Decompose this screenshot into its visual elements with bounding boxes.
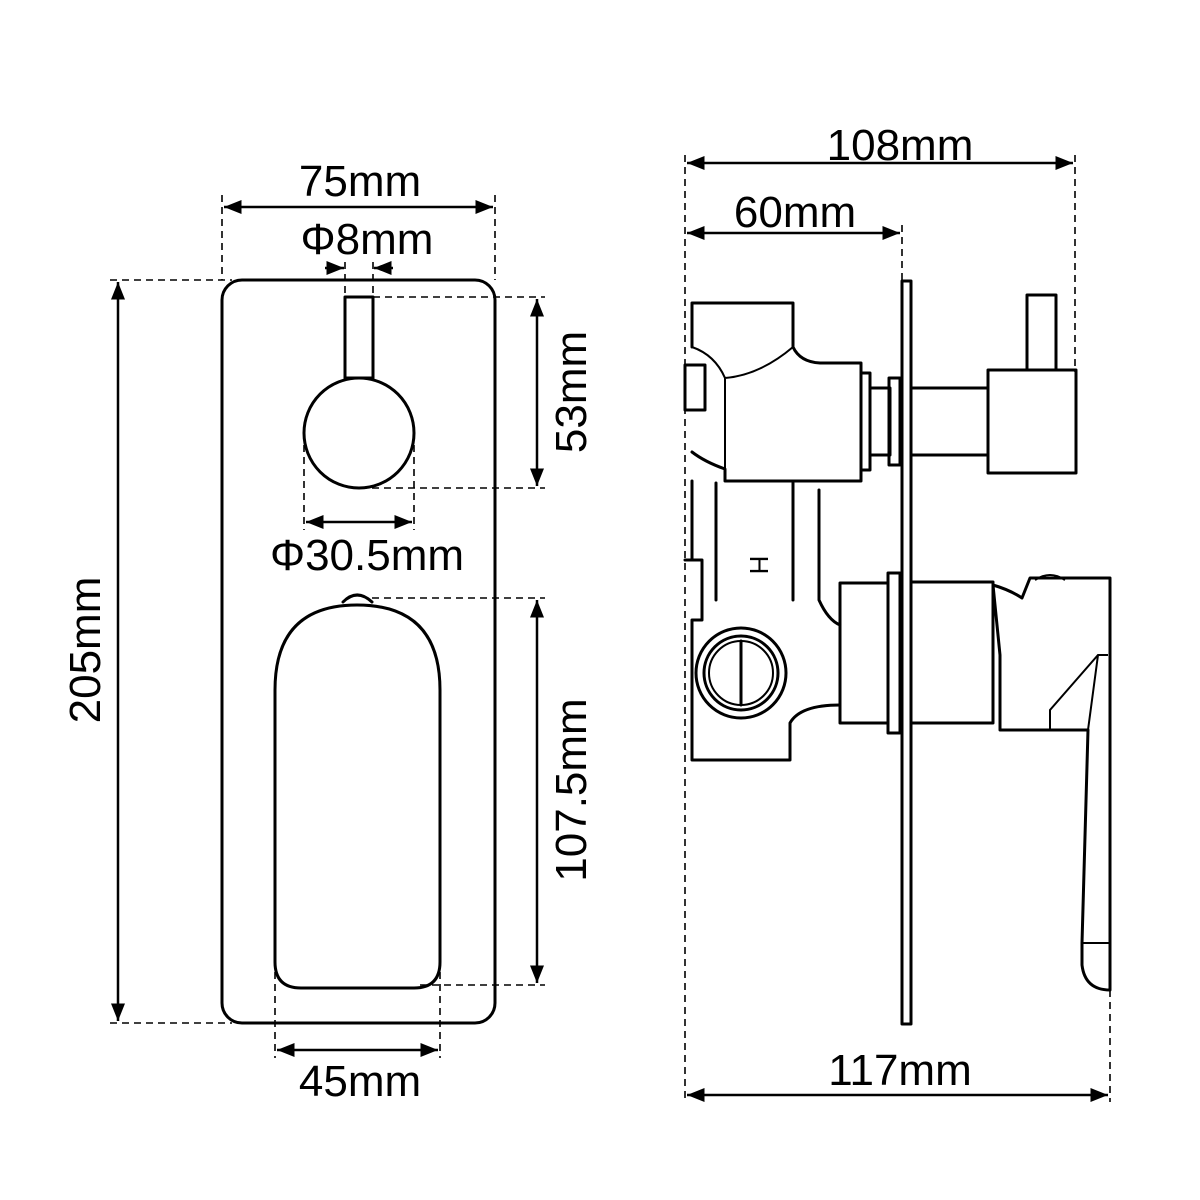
dimension-button-width: 45mm xyxy=(274,960,441,1106)
width-label: 75mm xyxy=(299,157,421,206)
upper-valve-body xyxy=(690,301,863,483)
inlet-port xyxy=(694,626,788,720)
cover-plate xyxy=(220,278,497,1025)
body-depth-label: 60mm xyxy=(734,188,856,237)
knob-spindle xyxy=(909,386,990,457)
overall-bottom-label: 117mm xyxy=(828,1046,971,1095)
cartridge xyxy=(838,581,890,725)
lower-escutcheon xyxy=(909,580,995,725)
knob-offset-label: 53mm xyxy=(547,331,596,453)
button-nub xyxy=(341,593,374,604)
stem-label: Φ8mm xyxy=(301,215,434,264)
dimension-knob-offset: 53mm xyxy=(360,296,596,489)
knob-diameter-label: Φ30.5mm xyxy=(270,531,464,580)
knob-block xyxy=(986,368,1078,475)
button-width-label: 45mm xyxy=(299,1057,421,1106)
front-view: 75mm Φ8mm 53mm Φ30.5mm 10 xyxy=(61,157,596,1106)
dimension-knob-diameter: Φ30.5mm xyxy=(270,433,464,580)
dimension-overall-top: 108mm xyxy=(684,121,1076,1100)
dimension-stem: Φ8mm xyxy=(301,215,434,297)
overall-top-label: 108mm xyxy=(827,121,974,170)
knob xyxy=(302,376,416,490)
hot-inlet-mark: H xyxy=(744,556,774,575)
knob-lever-side xyxy=(1025,293,1058,372)
dimension-overall-bottom: 117mm xyxy=(687,990,1111,1102)
button-height-label: 107.5mm xyxy=(547,698,596,881)
knob-lever xyxy=(343,295,375,380)
mixer-handle xyxy=(991,576,1112,992)
height-label: 205mm xyxy=(61,577,110,724)
dimension-width: 75mm xyxy=(221,157,496,280)
dimension-height: 205mm xyxy=(61,279,232,1024)
dimension-button-height: 107.5mm xyxy=(372,597,596,986)
inlet-body xyxy=(690,479,842,627)
diverter-button xyxy=(273,603,442,990)
dimension-body-depth: 60mm xyxy=(687,188,903,281)
side-view: H 108mm 60mm 117mm xyxy=(683,121,1112,1102)
